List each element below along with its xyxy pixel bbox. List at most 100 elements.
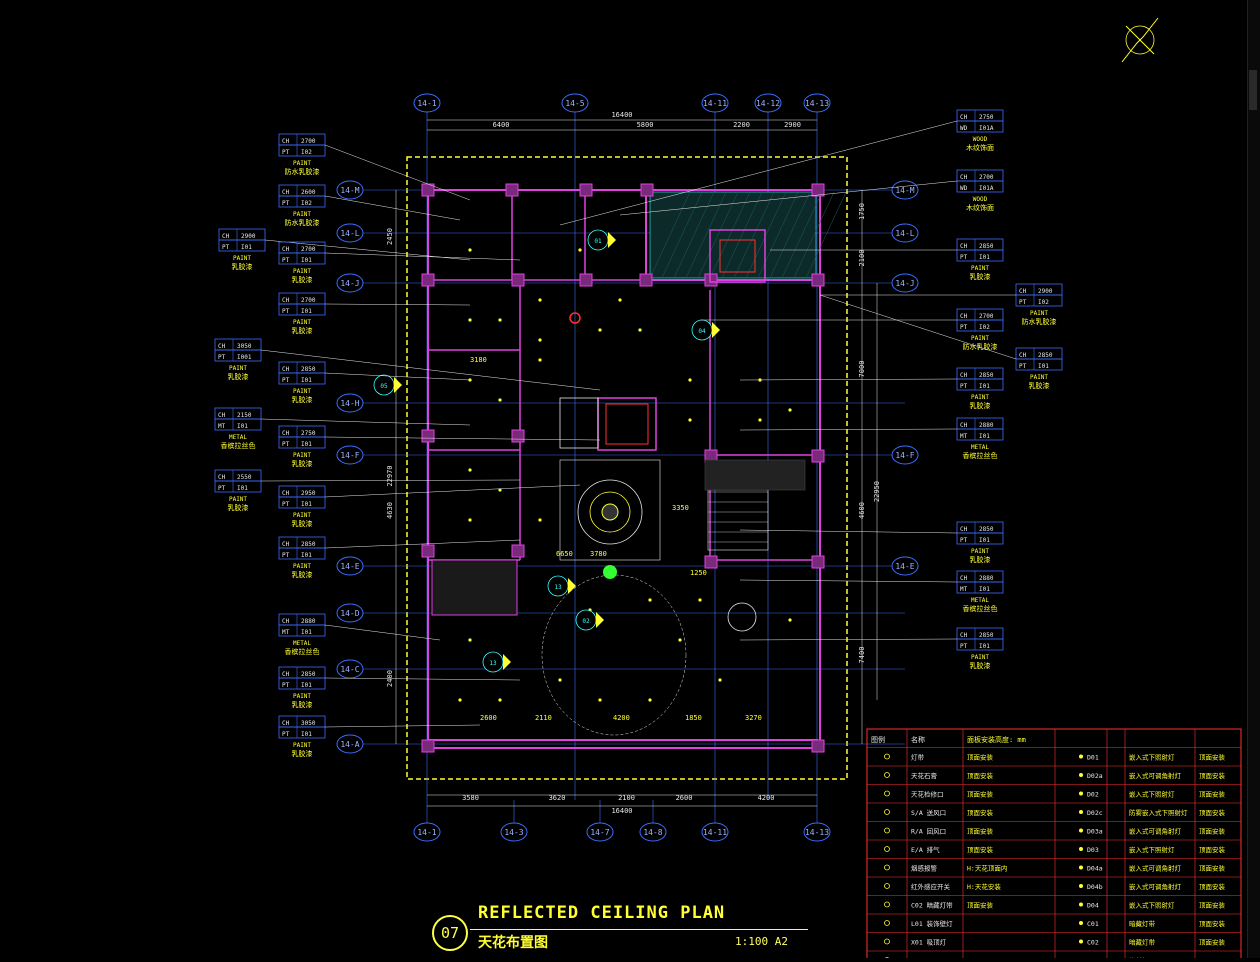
legend-fixture: 嵌入式下照射灯 xyxy=(1129,901,1175,910)
tag-material-cn: 防水乳胶漆 xyxy=(1022,317,1057,326)
grid-bubble-left xyxy=(336,556,364,576)
tag-ref: I01 xyxy=(979,586,990,593)
tag-ref: I01 xyxy=(301,682,312,689)
structural-column xyxy=(505,183,519,197)
tag-leader xyxy=(739,529,958,534)
tag-ref: I001 xyxy=(237,354,252,361)
legend-code: D01 xyxy=(1087,754,1099,762)
grid-bubble-left-label: 14-A xyxy=(340,740,359,749)
tag-leader xyxy=(260,418,471,426)
legend-symbol xyxy=(1079,921,1083,925)
tag-code: PT xyxy=(960,254,968,261)
downlight xyxy=(788,618,792,622)
tag-material-cn: 乳胶漆 xyxy=(292,519,313,528)
tag-ch-value: 2600 xyxy=(301,189,316,196)
tag-leader xyxy=(324,144,471,201)
legend-install: 顶面安装 xyxy=(967,753,994,762)
grid-bubble-top xyxy=(754,93,782,113)
tag-ref: I02 xyxy=(1038,299,1049,306)
tag-material: METAL xyxy=(971,597,989,604)
tag-material-cn: 乳胶漆 xyxy=(292,700,313,709)
downlight xyxy=(538,338,542,342)
tag-material: WOOD xyxy=(973,196,988,203)
tag-ch-label: CH xyxy=(960,174,968,181)
tag-material-cn: 乳胶漆 xyxy=(292,326,313,335)
grid-bubble-left-label: 14-E xyxy=(340,562,359,571)
tag-ch-label: CH xyxy=(960,114,968,121)
hatch xyxy=(733,191,775,279)
grid-bubble-bottom-label: 14-3 xyxy=(504,828,523,837)
tag-box xyxy=(278,252,326,265)
tag-ch-label: CH xyxy=(218,474,226,481)
tag-material: PAINT xyxy=(293,160,311,167)
tag-box xyxy=(278,677,326,690)
grid-bubble-left xyxy=(336,603,364,623)
grid-bubble-left-label: 14-F xyxy=(340,451,359,460)
dim-left: 4630 xyxy=(386,502,394,519)
tag-box xyxy=(278,303,326,316)
tag-code: PT xyxy=(282,257,290,264)
tag-ch-value: 2900 xyxy=(1038,288,1053,295)
tag-code: PT xyxy=(1019,299,1027,306)
tag-ref: I01 xyxy=(301,308,312,315)
ceiling-feature xyxy=(597,397,657,451)
structural-column xyxy=(704,555,718,569)
drawing-scale: 1:100 A2 xyxy=(735,935,788,948)
grid-bubble-bottom xyxy=(701,822,729,842)
grid-bubble-right-label: 14-F xyxy=(895,451,914,460)
tag-ch-value: 2900 xyxy=(241,233,256,240)
dim-left: 22970 xyxy=(386,465,394,486)
tag-material-cn: 乳胶漆 xyxy=(232,262,253,271)
structural-column xyxy=(811,273,825,287)
tag-ch-label: CH xyxy=(282,297,290,304)
downlight xyxy=(468,318,472,322)
grid-bubble-top xyxy=(803,93,831,113)
tag-ch-label: CH xyxy=(282,138,290,145)
room-dimension: 4200 xyxy=(613,714,630,722)
hatch xyxy=(793,191,835,279)
tag-code: PT xyxy=(960,383,968,390)
legend-code: D03 xyxy=(1087,846,1099,854)
downlight xyxy=(648,698,652,702)
legend-header: 图例 xyxy=(871,735,885,744)
vertical-scrollbar[interactable] xyxy=(1247,0,1260,958)
legend-symbol xyxy=(1079,939,1083,944)
tag-material-cn: 乳胶漆 xyxy=(970,661,991,670)
stair xyxy=(707,489,769,551)
tag-code: PT xyxy=(218,485,226,492)
tag-box xyxy=(956,532,1004,545)
tag-ch-label: CH xyxy=(960,526,968,533)
tag-ch-label: CH xyxy=(218,343,226,350)
tag-box xyxy=(278,547,326,560)
legend-name: E/A 排气 xyxy=(911,845,940,854)
dim-bottom-total: 16400 xyxy=(611,807,632,815)
tag-box xyxy=(278,726,326,739)
grid-bubble-bottom xyxy=(639,822,667,842)
legend-fixture: 嵌入式下照射灯 xyxy=(1129,845,1175,854)
tag-ch-label: CH xyxy=(282,366,290,373)
grid-bubble-left-label: 14-J xyxy=(340,279,359,288)
legend-fixture-install: 顶面安装 xyxy=(1199,771,1226,780)
legend-icon xyxy=(884,790,890,797)
legend-code: C02 xyxy=(1087,939,1099,947)
ceiling-feature-inner xyxy=(605,403,649,445)
tag-ref: I01 xyxy=(237,423,248,430)
tag-ch-label: CH xyxy=(1019,352,1027,359)
hatch xyxy=(721,191,763,279)
legend-code: D02a xyxy=(1087,772,1103,780)
grid-bubble-right-label: 14-M xyxy=(895,186,914,195)
grid-bubble-top xyxy=(701,93,729,113)
tag-leader xyxy=(324,372,471,381)
tag-box xyxy=(214,349,262,362)
dim-bottom: 4200 xyxy=(758,794,775,802)
scrollbar-thumb[interactable] xyxy=(1249,70,1257,110)
tag-box xyxy=(278,195,326,208)
tag-ch-value: 2700 xyxy=(979,174,994,181)
legend-code: C01 xyxy=(1087,920,1099,928)
